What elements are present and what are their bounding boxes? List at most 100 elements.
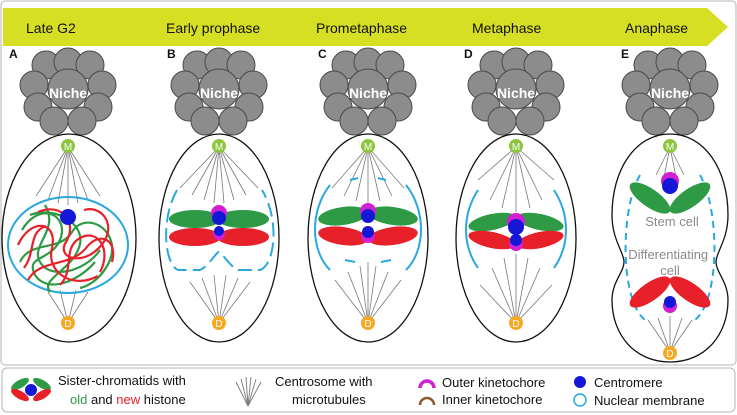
timeline-arrow [3,8,728,46]
daughter-centrosome-c [361,316,375,330]
stage-label-prometaphase: Prometaphase [316,20,407,36]
panel-letter-b: B [167,47,176,61]
centromere-b-bottom [214,226,224,236]
daughter-centrosome-e [663,346,677,360]
nuclear-membrane-d-right [553,189,567,269]
chromatid-old-b-left [169,210,221,228]
differentiating-cell-label-line2: cell [660,263,680,278]
legend-nuclear-membrane-icon [573,393,587,407]
niche-label-b: Niche [200,85,238,101]
chromatid-old-e-left [629,182,671,214]
microtubules-c [331,146,405,324]
chromatid-new-d-left [468,230,516,250]
legend-chromatids-line2: old and new histone [70,392,186,407]
stem-cell-label: Stem cell [645,214,699,229]
panel-c: Niche M D [307,47,429,343]
chromatid-old-c-left [318,206,368,226]
daughter-centrosome-label-e: D [666,349,673,360]
panel-b: Niche M D [158,47,280,343]
chromatid-old-b-right [217,210,269,228]
centromere-d-bottom [510,234,522,246]
chromatid-new-b-right [217,228,269,246]
legend-old-word: old [70,392,87,407]
chromatid-new-c-left [318,226,368,246]
nuclear-membrane-a [7,196,129,294]
nuclear-membrane-b [165,189,275,271]
differentiating-cell-label-text: Differentiating [628,247,708,262]
niche-label-e: Niche [651,85,689,101]
chromatid-old-d-right [516,212,564,232]
panel-letter-d: D [464,47,473,61]
centromere-e-bottom [664,296,676,308]
centromere-b-top [212,211,226,225]
legend: Sister-chromatids with old and new histo… [1,367,736,413]
mother-centrosome-e [663,139,677,153]
chromatid-new-e-right [669,276,711,308]
nuclear-membrane-d-left [465,189,479,269]
mother-centrosome-label-e: M [666,142,674,153]
centromere-e-top [662,178,678,194]
stage-label-metaphase: Metaphase [472,20,541,36]
mother-centrosome-label-c: M [364,142,372,153]
daughter-centrosome-label-b: D [215,319,222,330]
legend-chromatid-symbol [11,377,51,402]
panel-letter-e: E [621,47,629,61]
legend-inner-kinetochore: Inner kinetochore [442,392,542,407]
daughter-centrosome-label-d: D [512,319,519,330]
niche-label-a: Niche [49,85,87,101]
panel-e: Niche Stem cell Differentiating cell M D [611,47,729,363]
legend-chromatids-line1: Sister-chromatids with [58,373,186,388]
nuclear-membrane-c-fragments [344,177,392,263]
legend-frame [1,367,736,413]
microtubules-d [477,146,555,324]
daughter-centrosome-a [61,316,75,330]
mother-centrosome-label-d: M [512,142,520,153]
niche-label-c: Niche [349,85,387,101]
mother-centrosome-label-b: M [215,142,223,153]
legend-outer-kinetochore: Outer kinetochore [442,375,545,390]
legend-and-word: and [87,392,116,407]
legend-centrosome-line1: Centrosome with [275,374,373,389]
chromatid-old-e-right [669,182,711,214]
legend-centrosome-symbol [235,376,262,407]
panel-a: Niche M D [1,47,137,343]
daughter-centrosome-b [212,316,226,330]
microtubules-a [35,146,101,324]
mother-centrosome-label-a: M [64,142,72,153]
daughter-centrosome-d [509,316,523,330]
daughter-centrosome-label-a: D [64,319,71,330]
legend-centromere-icon [574,376,586,388]
legend-inner-kinetochore-icon [418,396,436,406]
niche-label-d: Niche [497,85,535,101]
mother-centrosome-c [361,139,375,153]
centromere-c-bottom [362,226,374,238]
legend-nuclear-membrane: Nuclear membrane [594,393,705,408]
daughter-centrosome-label-c: D [364,319,371,330]
chromatid-new-b-left [169,228,221,246]
chromatid-new-d-right [516,230,564,250]
legend-histone-word: histone [140,392,186,407]
panel-letter-a: A [9,47,18,61]
stage-label-early-prophase: Early prophase [166,20,260,36]
figure-frame [0,0,737,366]
nuclear-membrane-c-left [314,184,331,271]
stage-label-late-g2: Late G2 [26,20,76,36]
legend-new-word: new [116,392,140,407]
chromatid-old-d-left [468,212,516,232]
microtubules-b [179,146,259,324]
chromatid-new-e-left [629,276,671,308]
mother-centrosome-b [212,139,226,153]
chromatid-new-c-right [368,226,418,246]
legend-centrosome-line2: microtubules [292,392,366,407]
centromere-c-top [361,209,375,223]
chromatid-old-c-right [368,206,418,226]
panel-d: Niche M D [455,47,577,343]
nuclear-membrane-c-right [405,184,422,271]
mother-centrosome-d [509,139,523,153]
legend-outer-kinetochore-icon [418,379,436,389]
centromere-a [60,209,76,225]
centromere-d-top [508,219,524,235]
legend-centromere: Centromere [594,375,663,390]
stage-label-anaphase: Anaphase [625,20,688,36]
